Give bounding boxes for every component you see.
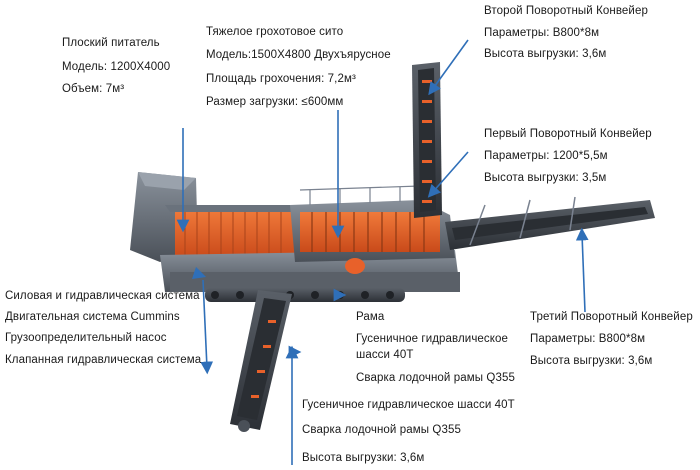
- load-sensing-pump: Грузоопределительный насос: [5, 332, 167, 344]
- first-conveyor-title: Первый Поворотный Конвейер: [484, 128, 652, 140]
- frame-welding: Сварка лодочной рамы Q355: [356, 372, 515, 384]
- first-conveyor-params: Параметры: 1200*5,5м: [484, 150, 608, 162]
- bottom-conveyor-height: Высота выгрузки: 3,6м: [302, 452, 425, 464]
- flat-feeder: [130, 172, 300, 262]
- first-conveyor-height: Высота выгрузки: 3,5м: [484, 172, 607, 184]
- second-conveyor-height: Высота выгрузки: 3,6м: [484, 48, 607, 60]
- bottom-conveyor-chassis: Гусеничное гидравлическое шасси 40T: [302, 399, 515, 411]
- cummins-engine-system: Двигательная система Cummins: [5, 311, 180, 323]
- second-conveyor-title: Второй Поворотный Конвейер: [484, 5, 648, 17]
- flat-feeder-volume: Объем: 7м³: [62, 83, 125, 95]
- flat-feeder-model: Модель: 1200Х4000: [62, 61, 171, 73]
- flat-feeder-title: Плоский питатель: [62, 37, 160, 49]
- third-conveyor: [445, 196, 655, 250]
- heavy-screen-area: Площадь грохочения: 7,2м³: [206, 73, 356, 85]
- bottom-conveyor: [230, 290, 292, 432]
- bottom-conveyor-welding: Сварка лодочной рамы Q355: [302, 424, 461, 436]
- second-conveyor: [412, 62, 442, 218]
- heavy-screen: [290, 185, 455, 274]
- heavy-screen-model: Модель:1500Х4800 Двухъярусное: [206, 49, 391, 61]
- heavy-screen-title: Тяжелое грохотовое сито: [206, 26, 344, 38]
- third-conveyor-params: Параметры: B800*8м: [530, 333, 646, 345]
- heavy-screen-feed-size: Размер загрузки: ≤600мм: [206, 96, 344, 108]
- second-conveyor-params: Параметры: B800*8м: [484, 27, 600, 39]
- frame-title: Рама: [356, 311, 385, 323]
- main-chassis: [160, 250, 460, 302]
- callout-arrows: [176, 39, 589, 465]
- frame-chassis: Гусеничное гидравлическое: [356, 333, 509, 345]
- power-hydraulic-system: Силовая и гидравлическая система: [5, 290, 200, 302]
- valve-hydraulic-system: Клапанная гидравлическая система: [5, 354, 202, 366]
- third-conveyor-title: Третий Поворотный Конвейер: [530, 311, 693, 323]
- frame-chassis-capacity: шасси 40T: [356, 349, 414, 361]
- third-conveyor-height: Высота выгрузки: 3,6м: [530, 355, 653, 367]
